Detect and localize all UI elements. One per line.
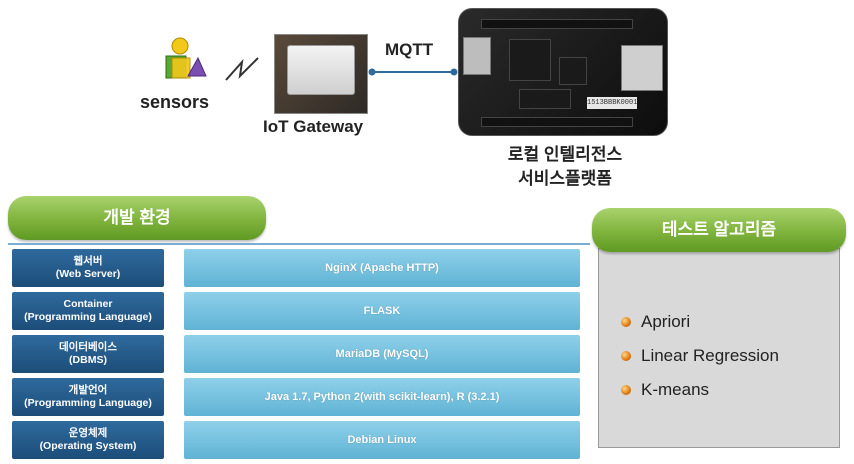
test-algorithm-header: 테스트 알고리즘 — [592, 208, 846, 252]
gateway-device-image — [274, 34, 368, 114]
list-item: Apriori — [621, 305, 779, 339]
dev-env-row-value: FLASK — [184, 292, 580, 330]
dev-env-row-label: 개발언어(Programming Language) — [12, 378, 164, 416]
mqtt-label: MQTT — [385, 40, 434, 59]
header-divider — [8, 243, 590, 245]
list-item: Linear Regression — [621, 339, 779, 373]
platform-title: 로컬 인텔리전스 서비스플랫폼 — [480, 143, 650, 191]
platform-title-line1: 로컬 인텔리전스 — [507, 145, 623, 164]
user-shapes-icon — [165, 37, 207, 79]
platform-title-line2: 서비스플랫폼 — [518, 169, 612, 188]
bullet-icon — [621, 385, 631, 395]
dev-env-row-value: Debian Linux — [184, 421, 580, 459]
algorithm-list: Apriori Linear Regression K-means — [621, 305, 779, 407]
dev-env-row-value: Java 1.7, Python 2(with scikit-learn), R… — [184, 378, 580, 416]
bullet-icon — [621, 317, 631, 327]
list-item: K-means — [621, 373, 779, 407]
mqtt-connection-line — [368, 68, 458, 76]
dev-env-row-label: 운영체제(Operating System) — [12, 421, 164, 459]
beaglebone-board-image: 1513BBBK0001 — [458, 8, 668, 136]
wireless-signal-icon — [225, 57, 259, 81]
dev-env-row-label: 웹서버(Web Server) — [12, 249, 164, 287]
dev-env-row-label: 데이터베이스(DBMS) — [12, 335, 164, 373]
algorithm-panel: Apriori Linear Regression K-means — [598, 248, 840, 448]
dev-env-header: 개발 환경 — [8, 196, 266, 240]
board-sticker: 1513BBBK0001 — [587, 97, 638, 109]
bullet-icon — [621, 351, 631, 361]
dev-env-row-label: Container(Programming Language) — [12, 292, 164, 330]
gateway-label: IoT Gateway — [263, 117, 364, 136]
dev-env-row-value: NginX (Apache HTTP) — [184, 249, 580, 287]
sensors-label: sensors — [140, 92, 210, 112]
dev-env-row-value: MariaDB (MySQL) — [184, 335, 580, 373]
